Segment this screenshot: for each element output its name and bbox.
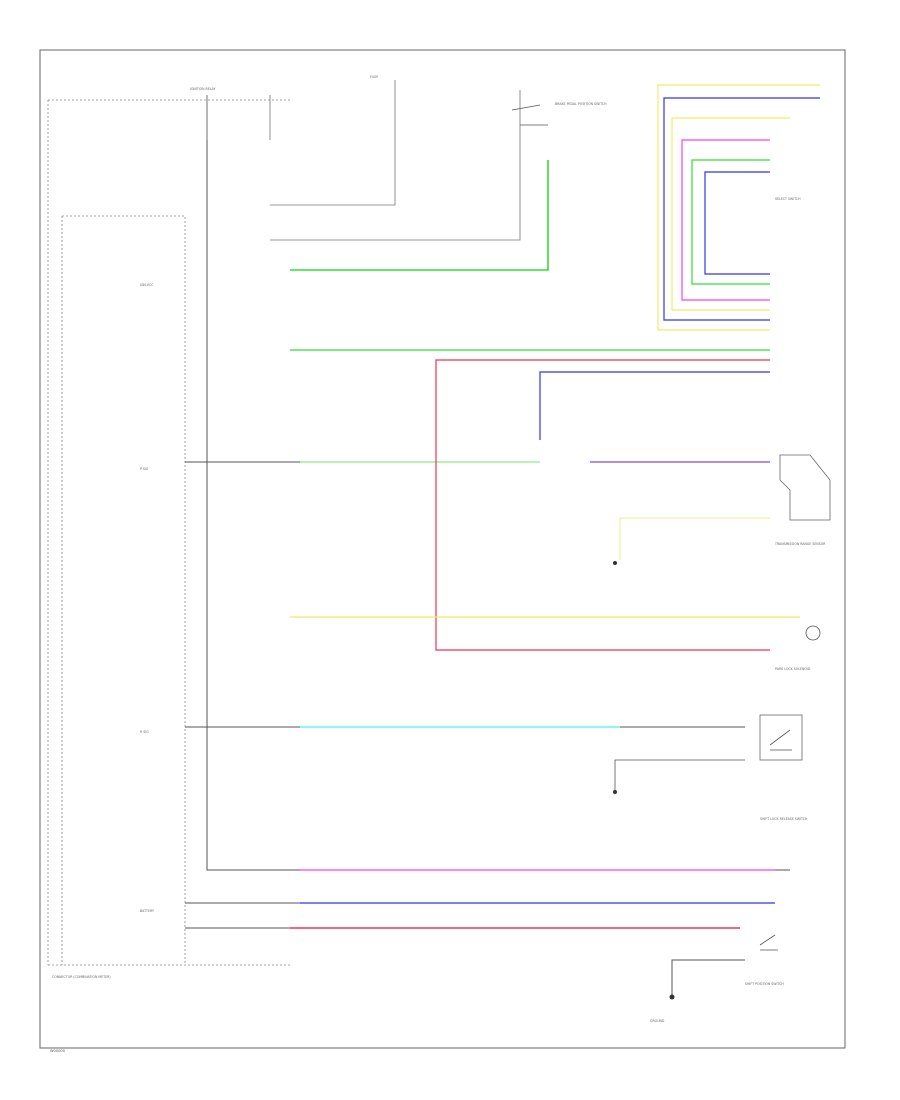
- wire-black-h3: [185, 902, 300, 929]
- ecm-pin-2: R SIG: [140, 730, 149, 734]
- ground-icon: [613, 561, 617, 565]
- wire-green-bundle: [691, 159, 770, 285]
- right-lamp-label: PARK LOCK SOLENOID: [775, 667, 811, 671]
- footer-code: W00000: [50, 1049, 66, 1053]
- left-connector-outline: [47, 99, 290, 966]
- switch-box: [759, 714, 803, 761]
- wire-black-ground-1: [614, 759, 745, 790]
- wire-violet-down: [539, 371, 770, 440]
- wire-yellow-bundle: [657, 84, 820, 331]
- ground-label: GROUND: [650, 1019, 665, 1023]
- wire-black-top: [206, 80, 521, 241]
- ecm-pin-1: P SIG: [140, 467, 149, 471]
- top-switch-symbol: [511, 104, 548, 126]
- ground-icon: [613, 790, 617, 794]
- wire-blue-bundle-2: [704, 171, 770, 275]
- sensor-symbol: [779, 454, 831, 521]
- right-bottom-label: SHIFT POSITION SWITCH: [745, 982, 784, 986]
- right-mid-label: TRANSMISSION RANGE SENSOR: [774, 542, 826, 546]
- right-top-label: SELECT SWITCH: [775, 197, 801, 201]
- top-fuse-label: FUSE: [370, 75, 378, 79]
- lamp-symbol: [805, 625, 821, 641]
- ecm-pin-0: IGN-VCC: [140, 283, 154, 287]
- diagram-frame: [39, 49, 846, 1049]
- wire-yellow-lower: [619, 517, 770, 560]
- ecm-pin-3: BATTERY: [140, 909, 154, 913]
- top-relay-label: IGNITION RELAY: [190, 87, 216, 91]
- ground-icon: [669, 994, 675, 1000]
- wire-black-main: [206, 95, 790, 871]
- wire-magenta-bundle: [681, 139, 770, 301]
- left-title: CONNECTOR (COMBINATION METER): [52, 975, 111, 979]
- right-lower-label: SHIFT LOCK RELEASE SWITCH: [760, 817, 808, 821]
- wire-black-ground-2: [671, 959, 745, 995]
- wire-red-loop: [435, 359, 770, 651]
- wire-green-top: [290, 160, 549, 271]
- wire-blue-bundle: [663, 97, 820, 321]
- bottom-switch-symbol: [759, 934, 778, 951]
- switch-symbol: [769, 729, 792, 751]
- wire-yellow-bundle-2: [671, 117, 790, 311]
- top-switch-label: BRAKE PEDAL POSITION SWITCH: [555, 102, 607, 106]
